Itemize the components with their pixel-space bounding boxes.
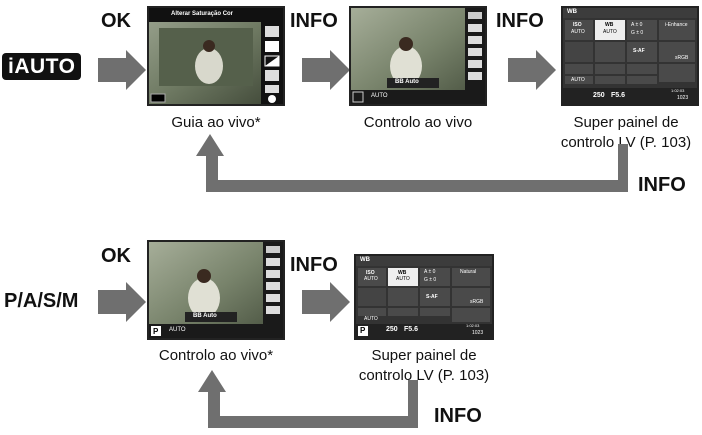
- live-control-p-image: [149, 242, 283, 338]
- return-arrow-bottom: [198, 370, 418, 428]
- sp-top-srgb: sRGB: [675, 55, 689, 61]
- live-control-bar-value: AUTO: [371, 93, 388, 99]
- return-arrow-top: [196, 134, 628, 192]
- key-info-bottom-1: INFO: [290, 254, 338, 276]
- sp-bottom-wb: WB: [398, 270, 407, 276]
- live-control-wb-label: BB Auto: [395, 79, 419, 85]
- key-info-top-1: INFO: [290, 10, 338, 32]
- super-panel-screen-bottom: WB ISO AUTO WB AUTO A ± 0 G ± 0 Natural …: [354, 254, 494, 340]
- key-info-return-bottom: INFO: [434, 405, 482, 427]
- live-control-image: [351, 8, 485, 104]
- sp-bottom-frames: 1023: [472, 330, 484, 336]
- arrow-to-super-panel-p: [302, 282, 350, 322]
- caption-super-panel-bottom-line2: controlo LV (P. 103): [358, 367, 490, 384]
- caption-super-panel-top-line1: Super painel de: [573, 114, 679, 131]
- sp-bottom-mode-icon: P: [360, 326, 366, 335]
- sp-top-frames: 1023: [677, 95, 689, 101]
- key-ok-bottom: OK: [101, 245, 131, 267]
- sp-top-wb-val: AUTO: [603, 29, 617, 35]
- sp-bottom-exp-g: G ± 0: [424, 277, 437, 283]
- caption-super-panel-bottom: Super painel de controlo LV (P. 103): [344, 346, 504, 386]
- sp-top-mode-auto: AUTO: [571, 77, 585, 83]
- super-panel-grid-bottom: [356, 256, 492, 338]
- sp-bottom-iso: ISO: [366, 270, 375, 276]
- super-panel-grid-top: [563, 8, 697, 104]
- sp-bottom-picture-mode: Natural: [460, 269, 477, 275]
- arrow-to-live-guide: [98, 50, 146, 90]
- sp-top-wb: WB: [605, 22, 614, 28]
- sp-top-exp-a: A ± 0: [631, 22, 643, 28]
- sp-bottom-shutter: 250: [386, 326, 398, 333]
- sp-bottom-iso-val: AUTO: [364, 276, 378, 282]
- live-guide-title: Alterar Saturação Cor: [171, 11, 234, 17]
- sp-bottom-mode-auto: AUTO: [364, 316, 378, 322]
- sp-top-count: 1:02:03: [671, 88, 685, 93]
- live-control-p-bar-value: AUTO: [169, 327, 186, 333]
- live-control-p-mode-icon: P: [153, 327, 159, 336]
- sp-top-iso-val: AUTO: [571, 29, 585, 35]
- sp-top-iso: ISO: [573, 22, 582, 28]
- sp-bottom-wb-val: AUTO: [396, 276, 410, 282]
- live-guide-image: [149, 8, 283, 104]
- sp-top-exp-g: G ± 0: [631, 30, 644, 36]
- super-panel-screen-top: WB ISO AUTO WB AUTO A ± 0 G ± 0 i-Enhanc…: [561, 6, 699, 106]
- arrow-to-live-control-p: [98, 282, 146, 322]
- sp-bottom-header: WB: [360, 257, 370, 263]
- live-control-screen-p: P BB Auto AUTO: [147, 240, 285, 340]
- caption-super-panel-top: Super painel de controlo LV (P. 103): [548, 113, 702, 153]
- sp-top-picture-mode: i-Enhance: [665, 22, 688, 28]
- live-control-screen: BB Auto AUTO: [349, 6, 487, 106]
- caption-super-panel-bottom-line1: Super painel de: [371, 347, 477, 364]
- sp-bottom-exp-a: A ± 0: [424, 269, 436, 275]
- sp-bottom-saf: S-AF: [426, 294, 438, 300]
- key-info-return-top: INFO: [638, 174, 686, 196]
- iauto-mode-label: iAUTO: [2, 53, 82, 80]
- sp-top-header: WB: [567, 9, 577, 15]
- live-guide-screen: Alterar Saturação Cor: [147, 6, 285, 106]
- sp-top-shutter: 250: [593, 92, 605, 99]
- sp-top-aperture: F5.6: [611, 92, 626, 99]
- caption-live-guide: Guia ao vivo*: [171, 114, 261, 131]
- sp-bottom-count: 1:02:03: [466, 323, 480, 328]
- live-control-p-wb-label: BB Auto: [193, 313, 217, 319]
- arrow-to-live-control: [302, 50, 350, 90]
- sp-bottom-aperture: F5.6: [404, 326, 419, 333]
- sp-top-saf: S-AF: [633, 48, 645, 54]
- arrow-to-super-panel: [508, 50, 556, 90]
- caption-live-control: Controlo ao vivo: [363, 114, 473, 131]
- key-ok-top: OK: [101, 10, 131, 32]
- sp-bottom-srgb: sRGB: [470, 299, 484, 305]
- pasm-mode-label: P/A/S/M: [4, 290, 79, 312]
- caption-super-panel-top-line2: controlo LV (P. 103): [560, 134, 692, 151]
- caption-live-control-p: Controlo ao vivo*: [158, 347, 274, 364]
- key-info-top-2: INFO: [496, 10, 544, 32]
